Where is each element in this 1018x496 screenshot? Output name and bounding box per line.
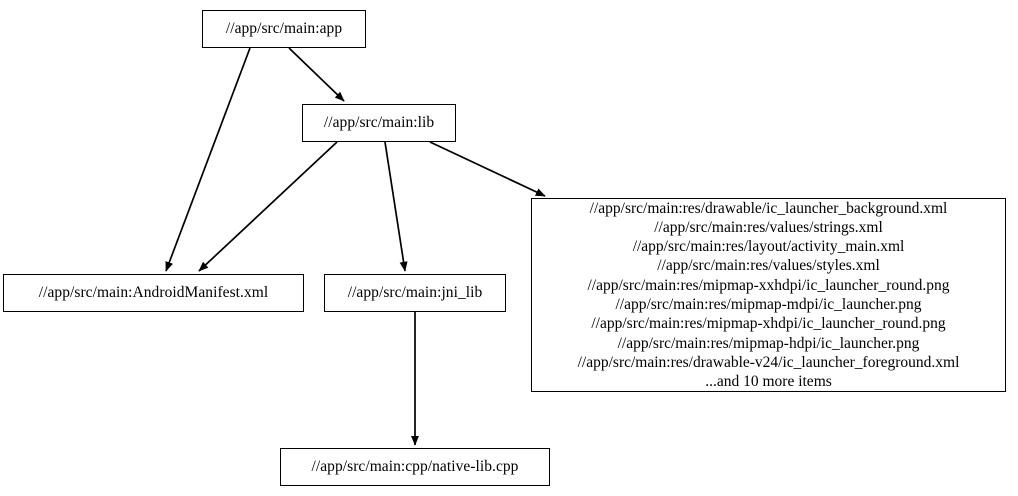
node-res-group-line: //app/src/main:res/values/styles.xml <box>657 257 880 275</box>
node-android-manifest[interactable]: //app/src/main:AndroidManifest.xml <box>3 274 304 312</box>
edge-lib-to-res-group <box>429 141 546 197</box>
node-lib[interactable]: //app/src/main:lib <box>302 104 456 142</box>
node-res-group[interactable]: //app/src/main:res/drawable/ic_launcher_… <box>531 198 1006 392</box>
node-jni-lib[interactable]: //app/src/main:jni_lib <box>324 274 506 312</box>
node-res-group-label: //app/src/main:res/drawable/ic_launcher_… <box>532 199 1005 392</box>
node-native-lib-cpp-label: //app/src/main:cpp/native-lib.cpp <box>311 458 519 476</box>
node-lib-label: //app/src/main:lib <box>323 114 435 132</box>
node-res-group-line: //app/src/main:res/mipmap-xxhdpi/ic_laun… <box>587 276 950 294</box>
node-jni-lib-label: //app/src/main:jni_lib <box>347 284 483 302</box>
node-res-group-line: //app/src/main:res/drawable/ic_launcher_… <box>589 199 948 217</box>
node-native-lib-cpp[interactable]: //app/src/main:cpp/native-lib.cpp <box>280 448 550 486</box>
node-android-manifest-label: //app/src/main:AndroidManifest.xml <box>38 284 269 302</box>
node-res-group-line: //app/src/main:res/values/strings.xml <box>654 218 883 236</box>
node-res-group-line: //app/src/main:res/mipmap-xhdpi/ic_launc… <box>591 315 946 333</box>
edge-app-to-lib <box>288 47 345 102</box>
node-res-group-line: //app/src/main:res/drawable-v24/ic_launc… <box>577 353 960 371</box>
node-app-label: //app/src/main:app <box>225 20 343 38</box>
node-res-group-line: //app/src/main:res/mipmap-mdpi/ic_launch… <box>615 296 922 313</box>
edge-app-to-manifest <box>165 47 251 272</box>
edge-lib-to-jni-lib <box>384 141 408 272</box>
node-res-group-line: ...and 10 more items <box>705 373 832 391</box>
node-app[interactable]: //app/src/main:app <box>202 10 366 48</box>
edge-lib-to-manifest <box>198 141 338 272</box>
node-res-group-line: //app/src/main:res/layout/activity_main.… <box>632 238 905 256</box>
node-res-group-line: //app/src/main:res/mipmap-hdpi/ic_launch… <box>617 334 920 352</box>
